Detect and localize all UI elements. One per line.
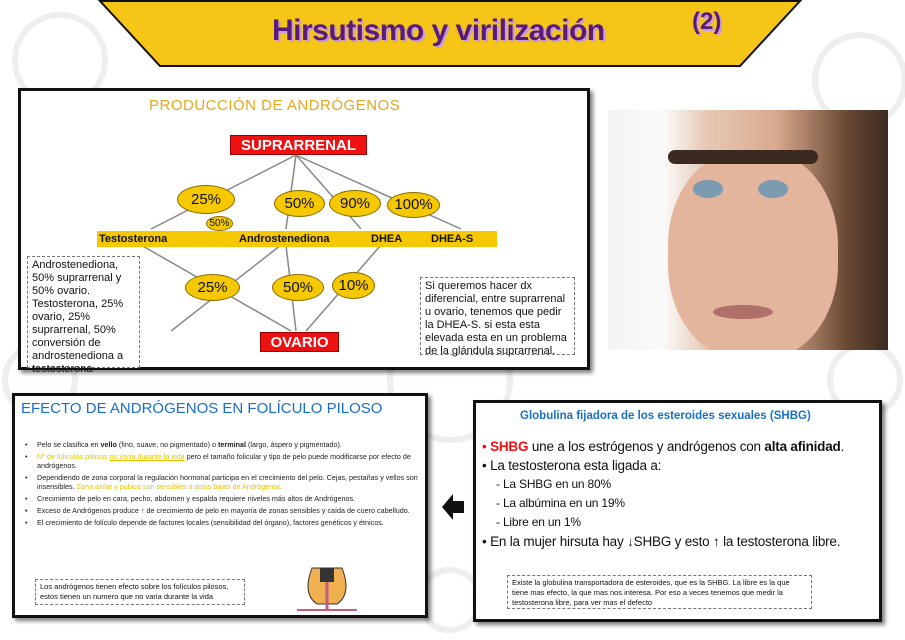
follicle-panel: EFECTO DE ANDRÓGENOS EN FOLÍCULO PILOSO …: [12, 393, 428, 618]
bullet: Exceso de Andrógenos produce ↑ de crecim…: [25, 506, 423, 515]
percent-oval: 25%: [185, 274, 240, 301]
percent-oval: 100%: [387, 192, 440, 218]
hormone-dhea: DHEA: [371, 233, 403, 245]
production-panel: PRODUCCIÓN DE ANDRÓGENOS SUPRARRENAL 25%…: [18, 88, 590, 375]
percent-oval: 25%: [177, 185, 235, 214]
percent-oval: 50%: [274, 190, 325, 217]
face-photo: [608, 110, 888, 350]
suprarrenal-box: SUPRARRENAL: [230, 135, 367, 155]
note-right: Si queremos hacer dx diferencial, entre …: [420, 277, 575, 357]
hormone-androstenediona: Androstenediona: [239, 233, 330, 245]
follicle-bullets: Pelo se clasifica en vello (fino, suave,…: [25, 440, 423, 530]
shbg-body: • SHBG une a los estrógenos y andrógenos…: [482, 437, 882, 551]
shbg-note: Existe la globulina transportadora de es…: [507, 575, 812, 609]
follicle-heading: EFECTO DE ANDRÓGENOS EN FOLÍCULO PILOSO: [21, 400, 383, 417]
arrow-left-icon: [442, 494, 464, 520]
shbg-sub: - La albúmina en un 19%: [496, 496, 625, 510]
hormone-bar: [97, 231, 497, 247]
bullet: Crecimiento de pelo en cara, pecho, abdo…: [25, 494, 423, 503]
small-percent-oval: 50%: [206, 216, 233, 231]
bullet: Dependiendo de zona corporal la regulaci…: [25, 473, 423, 491]
percent-oval: 90%: [329, 190, 381, 217]
note-left: Androstenediona, 50% suprarrenal y 50% o…: [27, 256, 140, 375]
shbg-sub: - La SHBG en un 80%: [496, 477, 611, 491]
bullet: Pelo se clasifica en vello (fino, suave,…: [25, 440, 423, 449]
page-title: Hirsutismo y virilización: [272, 14, 605, 47]
shbg-point: • En la mujer hirsuta hay ↓SHBG y esto ↑…: [482, 534, 841, 549]
hormone-dhea-s: DHEA-S: [431, 233, 474, 245]
shbg-point: • SHBG une a los estrógenos y andrógenos…: [482, 439, 845, 454]
shbg-panel: Globulina fijadora de los esteroides sex…: [473, 400, 882, 622]
bullet: El crecimiento de folículo depende de fa…: [25, 518, 423, 527]
shbg-sub: - Libre en un 1%: [496, 515, 581, 529]
shbg-heading: Globulina fijadora de los esteroides sex…: [520, 410, 811, 422]
follicle-diagram: [297, 567, 357, 611]
page-number: (2): [692, 8, 722, 35]
percent-oval: 50%: [272, 274, 324, 301]
bullet: Nº de folículos pilosos no varía durante…: [25, 452, 423, 470]
shbg-point: • La testosterona esta ligada a:: [482, 458, 662, 473]
title-banner: [97, 0, 803, 67]
percent-oval: 10%: [332, 272, 375, 299]
hormone-testosterona: Testosterona: [99, 233, 168, 245]
follicle-note: Los andrógenos tienen efecto sobre los f…: [35, 579, 245, 605]
production-heading: PRODUCCIÓN DE ANDRÓGENOS: [149, 97, 401, 114]
ovario-box: OVARIO: [260, 332, 339, 352]
